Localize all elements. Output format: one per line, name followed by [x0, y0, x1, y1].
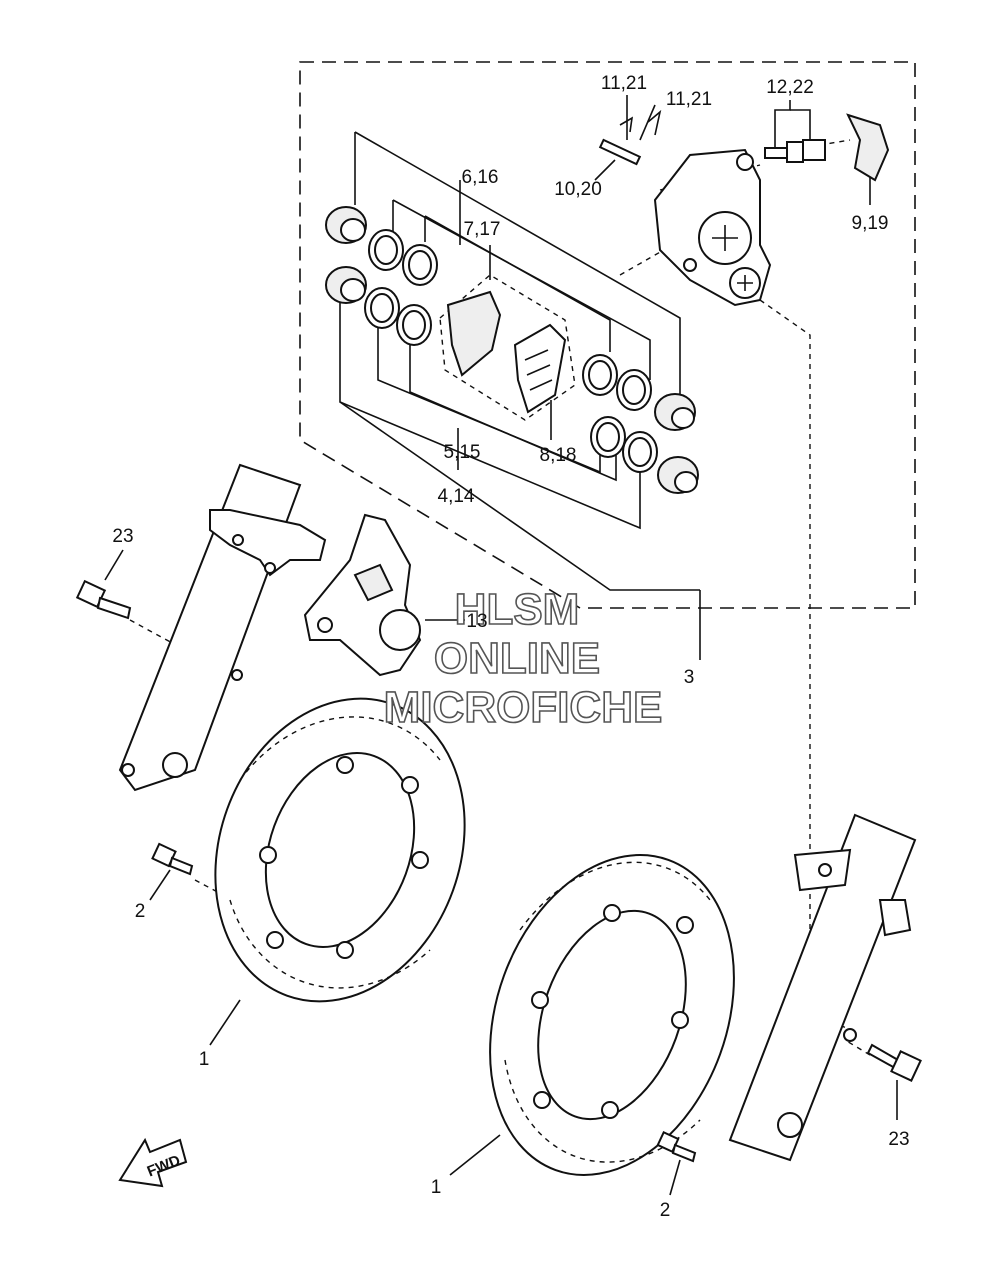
seals-right [582, 354, 699, 494]
watermark: HLSM ONLINE MICROFICHE [383, 584, 663, 733]
callout-23-right: 23 [888, 1129, 909, 1150]
callout-7-17: 7,17 [464, 219, 501, 240]
watermark-line-2: ONLINE [434, 634, 600, 683]
watermark-line-1: HLSM [455, 585, 580, 634]
pistons-left [325, 206, 367, 304]
leader-brackets [104, 95, 898, 1196]
watermark-line-3: MICROFICHE [384, 683, 663, 732]
fork-leg-left [118, 463, 327, 792]
seals-left [364, 229, 438, 346]
callout-3: 3 [684, 667, 695, 688]
caliper-kit-outline [299, 61, 916, 609]
callout-12-22: 12,22 [766, 77, 814, 98]
callout-11-21-b: 11,21 [666, 89, 712, 110]
callout-2-left: 2 [135, 901, 146, 922]
callout-labels: 1 1 2 2 3 4,14 5,15 6,16 7,17 8,18 9,19 … [112, 73, 909, 1221]
callout-2-right: 2 [660, 1200, 671, 1221]
callout-5-15: 5,15 [444, 442, 481, 463]
callout-8-18: 8,18 [540, 445, 577, 466]
bolt-23-left [75, 579, 132, 620]
fork-leg-right [728, 813, 917, 1162]
callout-1-right: 1 [431, 1177, 442, 1198]
bolt-2-right [656, 1130, 697, 1163]
bolt-23-right [866, 1043, 922, 1082]
brake-disc-left [214, 697, 466, 1003]
bolt-2-left [151, 842, 194, 876]
brake-pads [439, 274, 576, 421]
callout-23-left: 23 [112, 526, 133, 547]
callout-1-left: 1 [199, 1049, 210, 1070]
callout-6-16: 6,16 [462, 167, 499, 188]
fwd-arrow-icon: FWD [118, 1137, 188, 1188]
caliper-assembled [303, 513, 422, 677]
callout-13: 13 [466, 611, 487, 632]
callout-10-20: 10,20 [554, 179, 602, 200]
caliper-body-upper [598, 109, 890, 307]
callout-9-19: 9,19 [852, 213, 889, 234]
callout-11-21-a: 11,21 [601, 73, 647, 94]
callout-4-14: 4,14 [438, 486, 475, 507]
brake-disc-right [489, 854, 735, 1176]
